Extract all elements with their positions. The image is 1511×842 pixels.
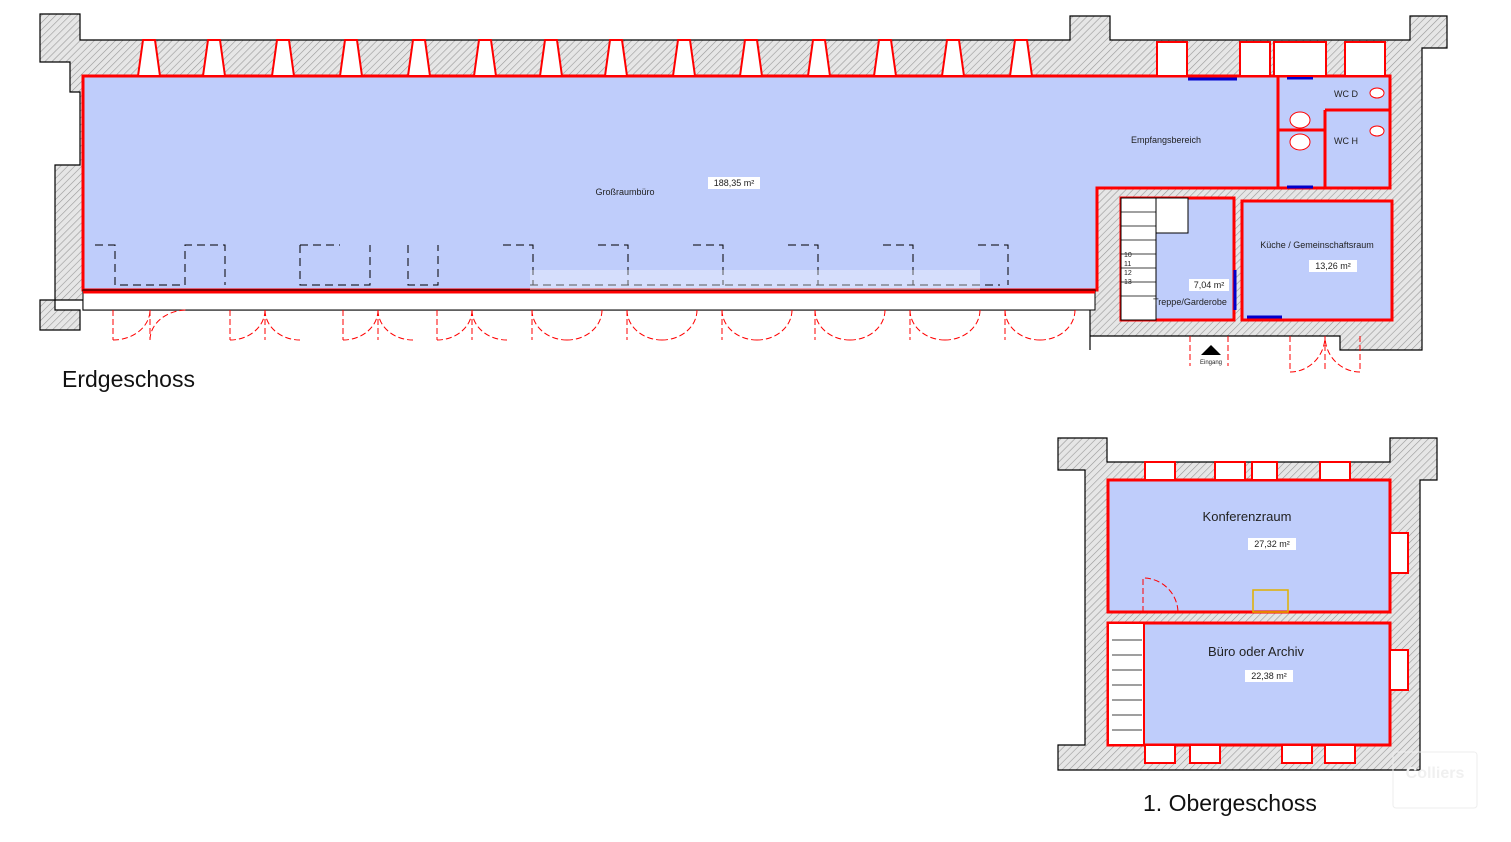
room-buero-archiv [1106, 621, 1392, 747]
stair-step: 10 [1124, 252, 1132, 259]
upper-floor-windows [1142, 461, 1409, 764]
room-label-empfangsbereich: Empfangsbereich [1131, 135, 1201, 145]
area-kueche: 13,26 m² [1315, 261, 1351, 271]
room-label-kueche: Küche / Gemeinschaftsraum [1260, 240, 1374, 250]
entrance-arrow-icon [1201, 345, 1221, 355]
furniture-desks [95, 244, 1009, 286]
ground-floor-top-windows [136, 39, 1386, 77]
area-treppe: 7,04 m² [1194, 280, 1225, 290]
area-buero-archiv: 22,38 m² [1251, 671, 1287, 681]
area-konferenzraum: 27,32 m² [1254, 539, 1290, 549]
stair-step: 12 [1124, 270, 1132, 277]
upper-floor-title: 1. Obergeschoss [1143, 790, 1317, 816]
watermark-logo: Colliers [1406, 765, 1465, 782]
room-label-treppe: Treppe/Garderobe [1153, 297, 1227, 307]
stair-step: 11 [1124, 261, 1131, 268]
room-label-konferenzraum: Konferenzraum [1203, 509, 1292, 524]
stair-step: 13 [1124, 279, 1132, 286]
ground-floor-title: Erdgeschoss [62, 366, 195, 392]
room-label-wc-d: WC D [1334, 89, 1358, 99]
area-grossraumbuero: 188,35 m² [714, 178, 755, 188]
room-label-buero-archiv: Büro oder Archiv [1208, 644, 1305, 659]
ground-floor-bottom-doors [82, 289, 1361, 373]
room-label-grossraumbuero: Großraumbüro [595, 187, 654, 197]
room-label-wc-h: WC H [1334, 136, 1358, 146]
entrance-label: Eingang [1200, 360, 1222, 366]
